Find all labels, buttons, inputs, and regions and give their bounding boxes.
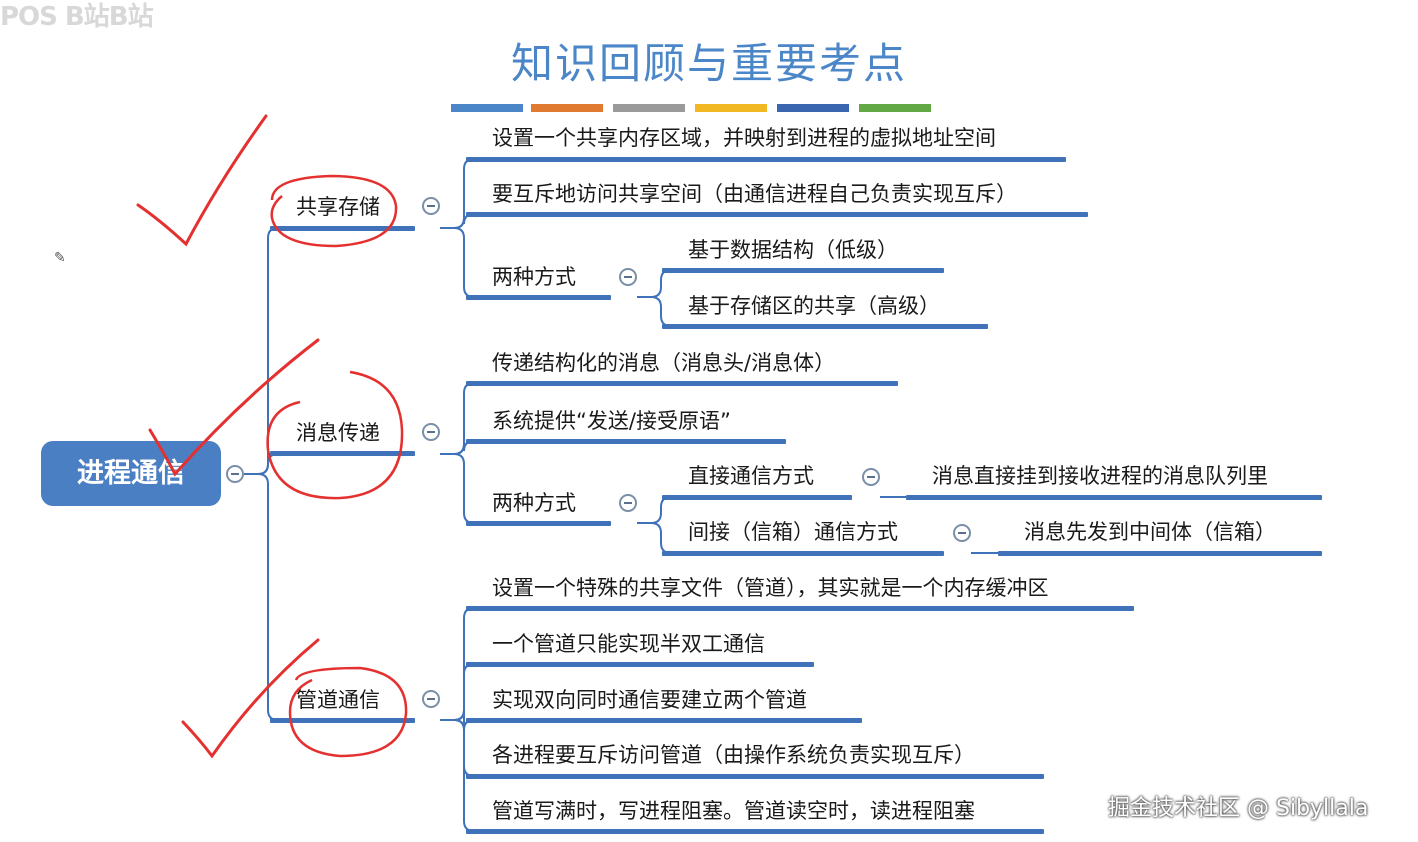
node-underline bbox=[466, 718, 862, 723]
connector-shared-child bbox=[440, 227, 475, 298]
leaf-node: 传递结构化的消息（消息头/消息体） bbox=[492, 351, 836, 375]
collapse-icon[interactable] bbox=[862, 468, 880, 486]
node-underline bbox=[662, 268, 944, 273]
color-bar-4 bbox=[695, 104, 767, 112]
color-bar-5 bbox=[777, 104, 849, 112]
node-underline bbox=[466, 439, 786, 444]
node-underline bbox=[466, 295, 611, 300]
node-underline bbox=[906, 495, 1322, 500]
page-title: 知识回顾与重要考点 bbox=[510, 39, 907, 88]
watermark-top-left: POS B站B站 bbox=[0, 2, 154, 32]
collapse-icon[interactable] bbox=[226, 465, 244, 483]
leaf-node: 消息直接挂到接收进程的消息队列里 bbox=[932, 464, 1268, 488]
leaf-node-indirect[interactable]: 间接（信箱）通信方式 bbox=[688, 520, 898, 544]
collapse-icon[interactable] bbox=[619, 268, 637, 286]
leaf-node: 设置一个共享内存区域，并映射到进程的虚拟地址空间 bbox=[492, 126, 996, 150]
color-bar-1 bbox=[451, 104, 523, 112]
branch-underline bbox=[270, 451, 415, 456]
node-underline bbox=[466, 829, 1044, 834]
color-bar-3 bbox=[613, 104, 685, 112]
node-underline bbox=[466, 157, 1066, 162]
node-underline bbox=[998, 551, 1322, 556]
collapse-icon[interactable] bbox=[619, 494, 637, 512]
watermark-bottom-right: 掘金技术社区 @ Sibyllala bbox=[1108, 796, 1369, 821]
node-underline bbox=[466, 381, 898, 386]
connector-root-message bbox=[244, 453, 279, 475]
leaf-node: 各进程要互斥访问管道（由操作系统负责实现互斥） bbox=[492, 743, 975, 767]
branch-shared-memory[interactable]: 共享存储 bbox=[296, 195, 380, 219]
node-underline bbox=[662, 495, 852, 500]
sub-branch-two-modes[interactable]: 两种方式 bbox=[492, 491, 576, 515]
branch-pipe-communication[interactable]: 管道通信 bbox=[296, 688, 380, 712]
color-bar-6 bbox=[859, 104, 931, 112]
node-underline bbox=[466, 212, 1088, 217]
connector-pipe-child bbox=[440, 719, 475, 777]
connector-shared-child bbox=[440, 158, 475, 229]
connector-message-mode bbox=[637, 522, 672, 554]
node-underline bbox=[466, 521, 611, 526]
leaf-node: 要互斥地访问共享空间（由通信进程自己负责实现互斥） bbox=[492, 182, 1017, 206]
node-underline bbox=[466, 606, 1134, 611]
leaf-node: 消息先发到中间体（信箱） bbox=[1024, 520, 1276, 544]
connector-shared-mode bbox=[637, 269, 672, 298]
collapse-icon[interactable] bbox=[422, 423, 440, 441]
branch-message-passing[interactable]: 消息传递 bbox=[296, 421, 380, 445]
node-underline bbox=[466, 774, 1044, 779]
color-bar-2 bbox=[531, 104, 603, 112]
leaf-node: 基于存储区的共享（高级） bbox=[688, 294, 940, 318]
connector-message-child bbox=[440, 453, 475, 524]
leaf-node-direct[interactable]: 直接通信方式 bbox=[688, 464, 814, 488]
collapse-icon[interactable] bbox=[422, 197, 440, 215]
node-underline bbox=[662, 324, 988, 329]
leaf-node: 基于数据结构（低级） bbox=[688, 238, 898, 262]
connector-message-mode bbox=[637, 496, 672, 524]
root-node[interactable]: 进程通信 bbox=[41, 441, 221, 506]
leaf-node: 管道写满时，写进程阻塞。管道读空时，读进程阻塞 bbox=[492, 799, 975, 823]
collapse-icon[interactable] bbox=[953, 524, 971, 542]
leaf-node: 实现双向同时通信要建立两个管道 bbox=[492, 688, 807, 712]
connector-pipe-child bbox=[440, 663, 475, 721]
leaf-node: 系统提供“发送/接受原语” bbox=[492, 409, 731, 433]
leaf-node: 一个管道只能实现半双工通信 bbox=[492, 632, 765, 656]
connector-root-shared bbox=[244, 227, 279, 475]
node-underline bbox=[466, 662, 814, 667]
collapse-icon[interactable] bbox=[422, 690, 440, 708]
branch-underline bbox=[270, 226, 415, 231]
sub-branch-two-modes[interactable]: 两种方式 bbox=[492, 265, 576, 289]
pencil-icon: ✎ bbox=[54, 250, 66, 266]
connector-shared-mode bbox=[637, 296, 672, 327]
branch-underline bbox=[270, 718, 415, 723]
leaf-node: 设置一个特殊的共享文件（管道），其实就是一个内存缓冲区 bbox=[492, 576, 1049, 600]
node-underline bbox=[662, 551, 944, 556]
connector-root-pipe bbox=[244, 473, 279, 721]
